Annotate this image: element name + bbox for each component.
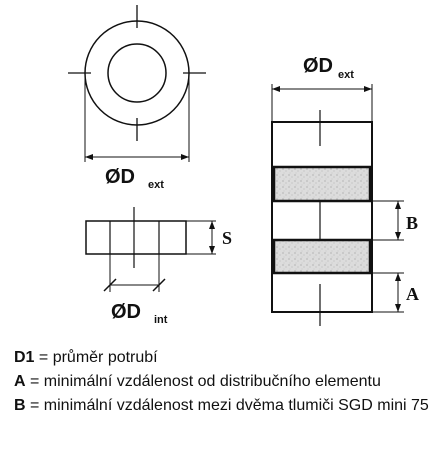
label-s: S: [222, 228, 232, 248]
svg-text:ØD: ØD: [105, 166, 135, 188]
label-b: B: [406, 213, 418, 233]
svg-text:ØD: ØD: [303, 55, 333, 77]
technical-diagram: ØD ext S ØD int ØD ext: [68, 5, 419, 326]
legend-key: B: [14, 397, 26, 414]
label-d-ext-top: ØD ext: [303, 55, 354, 81]
label-a: A: [406, 284, 419, 304]
legend: D1 = průměr potrubí A = minimální vzdále…: [14, 346, 434, 418]
pipe-assembly: [271, 84, 404, 326]
ring-side-view: [85, 207, 216, 292]
ring-front-view: [68, 5, 206, 162]
svg-text:int: int: [154, 314, 168, 326]
legend-key: D1: [14, 349, 35, 366]
label-d-int: ØD int: [111, 301, 168, 326]
legend-text: = minimální vzdálenost mezi dvěma tlumič…: [25, 397, 429, 414]
legend-key: A: [14, 373, 26, 390]
legend-item-d1: D1 = průměr potrubí: [14, 346, 434, 370]
svg-text:ØD: ØD: [111, 301, 141, 323]
legend-text: = minimální vzdálenost od distribučního …: [25, 373, 381, 390]
label-d-ext-left: ØD ext: [105, 166, 164, 191]
svg-text:ext: ext: [338, 69, 354, 81]
legend-item-a: A = minimální vzdálenost od distribučníh…: [14, 370, 434, 394]
legend-item-b: B = minimální vzdálenost mezi dvěma tlum…: [14, 394, 434, 418]
svg-text:ext: ext: [148, 179, 164, 191]
legend-text: = průměr potrubí: [34, 349, 158, 366]
